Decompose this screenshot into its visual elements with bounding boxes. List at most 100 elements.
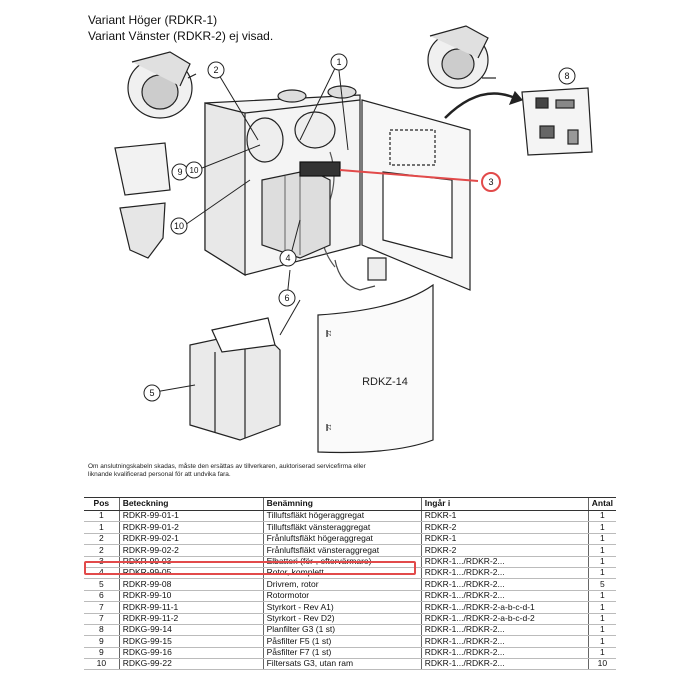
cell-benamning: Frånluftsfläkt vänsteraggregat (262, 544, 422, 557)
callout-8: 9 (177, 167, 182, 177)
cell-pos: 7 (84, 613, 120, 625)
cell-beteckning: RDKR-99-10 (118, 590, 264, 603)
cell-ingar-i: RDKR-2 (420, 521, 589, 534)
cell-beteckning: RDKR-99-11-1 (118, 601, 264, 614)
variant-left-label: Variant Vänster (RDKR-2) ej visad. (88, 29, 274, 43)
cell-antal: 1 (587, 624, 616, 637)
cell-ingar-i: RDKR-1.../RDKR-2-a-b-c-d-2 (420, 613, 589, 625)
cell-ingar-i: RDKR-1.../RDKR-2... (420, 624, 589, 637)
table-header-row: Pos Beteckning Benämning Ingår i Antal (84, 497, 616, 511)
panel-mark-top: 21 (327, 330, 333, 336)
cell-antal: 1 (587, 635, 616, 648)
cell-ingar-i: RDKR-1.../RDKR-2... (420, 658, 589, 671)
cell-benamning: Frånluftsfläkt högeraggregat (262, 533, 422, 546)
front-panel-drawing (317, 283, 434, 454)
cell-ingar-i: RDKR-1.../RDKR-2... (420, 635, 589, 648)
cell-beteckning: RDKR-99-11-2 (118, 613, 264, 625)
cell-antal: 1 (587, 647, 616, 660)
cell-beteckning: RDKR-99-02-1 (118, 533, 264, 546)
callout-2: 2 (213, 65, 218, 75)
cell-pos: 2 (84, 533, 120, 546)
cell-pos: 1 (84, 510, 120, 523)
cell-antal: 1 (587, 567, 616, 580)
callout-5: 5 (149, 388, 154, 398)
cell-benamning: Drivrem, rotor (262, 578, 422, 591)
cell-pos: 6 (84, 590, 120, 603)
cell-benamning: Tilluftsfläkt högeraggregat (262, 510, 422, 523)
cell-beteckning: RDKR-99-01-1 (118, 510, 264, 523)
cell-beteckning: RDKR-99-02-2 (118, 544, 264, 557)
header-antal: Antal (587, 497, 616, 511)
cell-beteckning: RDKG-99-14 (118, 624, 264, 637)
drawing-header: Variant Höger (RDKR-1) Variant Vänster (… (88, 12, 273, 44)
cell-benamning: Påsfilter F7 (1 st) (262, 647, 422, 660)
cell-pos: 2 (84, 544, 120, 557)
cell-antal: 1 (587, 601, 616, 614)
cell-pos: 9 (84, 647, 120, 660)
cell-antal: 1 (587, 544, 616, 557)
cell-antal: 1 (587, 510, 616, 523)
panel-model-label: RDKZ-14 (362, 376, 408, 388)
cell-antal: 1 (587, 521, 616, 534)
cell-pos: 8 (84, 624, 120, 637)
cell-benamning: Filtersats G3, utan ram (262, 658, 422, 671)
variant-right-label: Variant Höger (RDKR-1) (88, 13, 218, 27)
exploded-view-diagram: 1 2 3 4 5 6 8 9 10 10 RDKZ-14 21 21 (114, 25, 593, 454)
supply-fan-drawing (127, 51, 197, 119)
cell-antal: 10 (587, 658, 616, 671)
rotor-assembly-drawing (189, 317, 281, 441)
panel-mark-bottom: 21 (327, 424, 333, 430)
callout-1: 1 (336, 57, 341, 67)
cabinet-drawing (204, 85, 471, 291)
callout-6: 6 (284, 293, 289, 303)
callout-10: 10 (190, 166, 199, 175)
cell-benamning: Påsfilter F5 (1 st) (262, 635, 422, 648)
cell-antal: 1 (587, 590, 616, 603)
cell-benamning: Planfilter G3 (1 st) (262, 624, 422, 637)
cell-pos: 10 (84, 658, 120, 671)
cell-ingar-i: RDKR-1.../RDKR-2... (420, 556, 589, 568)
cell-beteckning: RDKG-99-22 (118, 658, 264, 671)
cell-pos: 9 (84, 635, 120, 648)
cell-beteckning: RDKG-99-15 (118, 635, 264, 648)
cell-beteckning: RDKG-99-16 (118, 647, 264, 660)
panel-filter-drawing (114, 142, 171, 196)
cell-benamning: Styrkort - Rev D2) (262, 613, 422, 625)
cell-ingar-i: RDKR-1.../RDKR-2-a-b-c-d-1 (420, 601, 589, 614)
header-ingar-i: Ingår i (420, 497, 589, 511)
callout-3: 3 (488, 177, 493, 187)
cell-ingar-i: RDKR-1.../RDKR-2... (420, 647, 589, 660)
safety-warning: Om anslutningskabeln skadas, måste den e… (88, 463, 366, 478)
cell-beteckning: RDKR-99-08 (118, 578, 264, 591)
cell-ingar-i: RDKR-1 (420, 510, 589, 523)
cell-benamning: Tilluftsfläkt vänsteraggregat (262, 521, 422, 534)
cell-beteckning: RDKR-99-01-2 (118, 521, 264, 534)
header-benamning: Benämning (262, 497, 422, 511)
header-pos: Pos (84, 497, 120, 511)
control-board-drawing (521, 87, 593, 156)
cell-pos: 1 (84, 521, 120, 534)
callout-4: 4 (285, 253, 290, 263)
cell-antal: 1 (587, 556, 616, 568)
cell-ingar-i: RDKR-1.../RDKR-2... (420, 578, 589, 591)
cell-antal: 1 (587, 533, 616, 546)
bag-filter-drawing (119, 202, 166, 259)
callout-7: 8 (564, 71, 569, 81)
cell-benamning: Rotormotor (262, 590, 422, 603)
cell-ingar-i: RDKR-2 (420, 544, 589, 557)
cell-benamning: Styrkort - Rev A1) (262, 601, 422, 614)
exhaust-fan-drawing (427, 25, 496, 89)
parts-table: Pos Beteckning Benämning Ingår i Antal 1… (84, 497, 616, 671)
cell-ingar-i: RDKR-1 (420, 533, 589, 546)
